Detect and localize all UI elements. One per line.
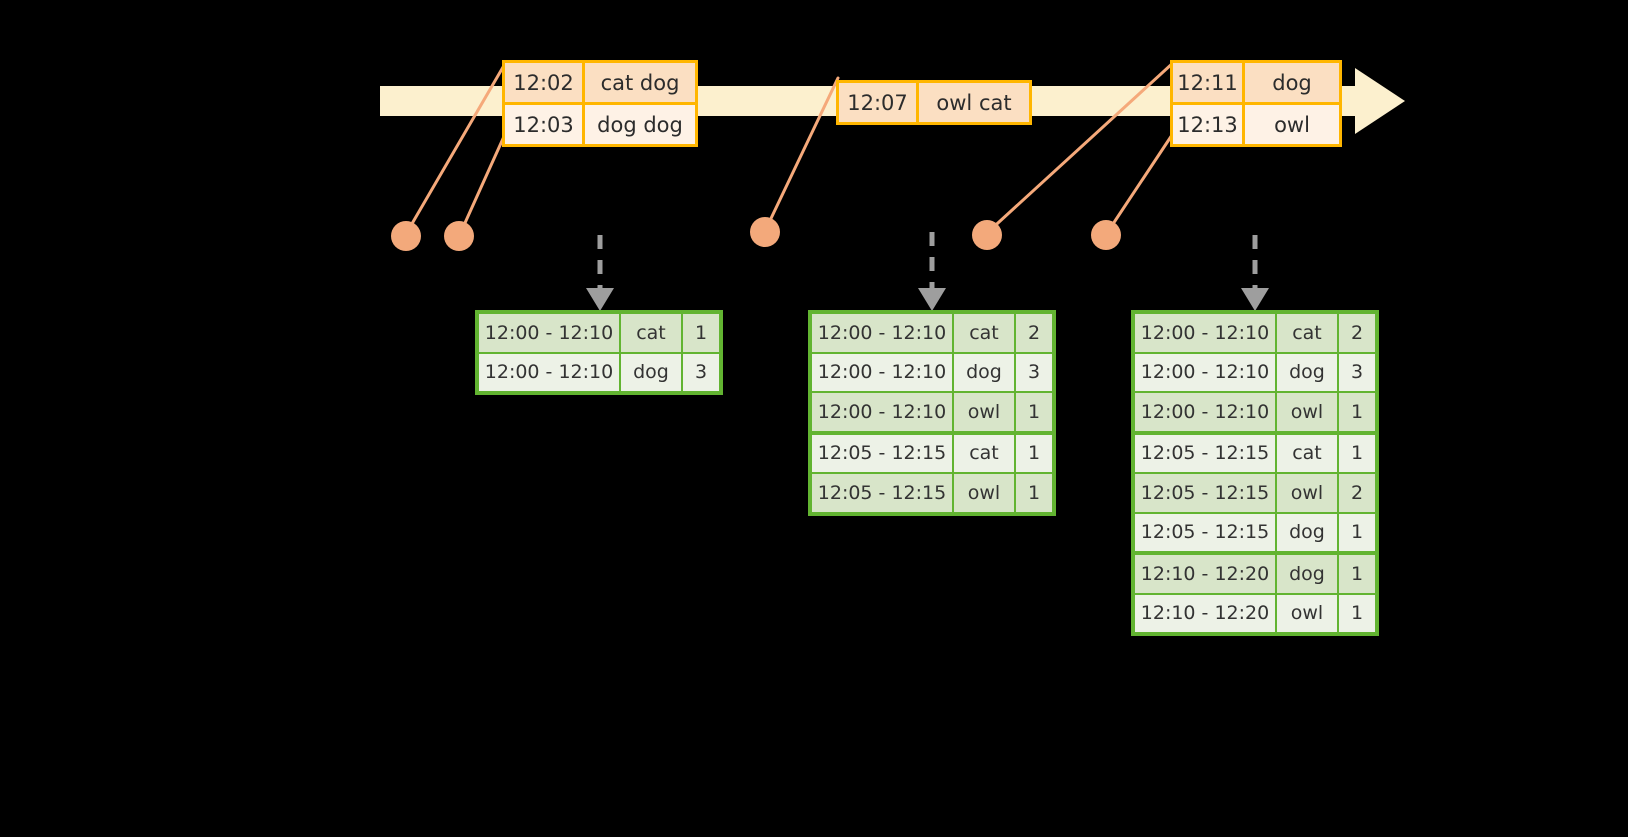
window-cell: 12:05 - 12:15 — [1135, 474, 1277, 512]
result-table-3[interactable]: 12:00 - 12:10 cat 2 12:00 - 12:10 dog 3 … — [1131, 310, 1379, 636]
table-row[interactable]: 12:00 - 12:10 dog 3 — [812, 351, 1052, 391]
event-row[interactable]: 12:13 owl — [1173, 102, 1339, 144]
window-cell: 12:00 - 12:10 — [1135, 393, 1277, 431]
connector-dot-5 — [1091, 220, 1121, 250]
table-row[interactable]: 12:05 - 12:15 dog 1 — [1135, 511, 1375, 551]
table-row[interactable]: 12:10 - 12:20 owl 1 — [1135, 592, 1375, 632]
key-cell: owl — [1277, 393, 1339, 431]
table-row[interactable]: 12:00 - 12:10 dog 3 — [1135, 351, 1375, 391]
event-row[interactable]: 12:02 cat dog — [505, 63, 695, 102]
window-cell: 12:00 - 12:10 — [479, 353, 621, 391]
count-cell: 1 — [1350, 562, 1364, 585]
connector-dot-3 — [750, 217, 780, 247]
key-cell: owl — [1277, 594, 1339, 632]
key-cell: owl — [954, 474, 1016, 512]
count-cell: 1 — [694, 321, 708, 344]
event-box-1[interactable]: 12:02 cat dog 12:03 dog dog — [502, 60, 698, 147]
key-cell: cat — [1277, 314, 1339, 352]
window-cell: 12:10 - 12:20 — [1135, 555, 1277, 593]
key-cell: dog — [1277, 555, 1339, 593]
table-row[interactable]: 12:00 - 12:10 cat 1 — [479, 314, 719, 352]
key-cell: cat — [954, 434, 1016, 472]
count-cell: 1 — [1350, 602, 1364, 625]
key-cell: dog — [1277, 353, 1339, 391]
window-cell: 12:10 - 12:20 — [1135, 594, 1277, 632]
down-arrow-1 — [586, 235, 614, 311]
event-words: dog — [1272, 70, 1312, 95]
key-cell: dog — [954, 353, 1016, 391]
window-cell: 12:00 - 12:10 — [812, 353, 954, 391]
event-time: 12:11 — [1173, 63, 1245, 102]
key-cell: owl — [1277, 474, 1339, 512]
connector-dots — [391, 217, 1121, 251]
connector-dot-1 — [391, 221, 421, 251]
count-cell: 1 — [1350, 400, 1364, 423]
table-row[interactable]: 12:00 - 12:10 dog 3 — [479, 351, 719, 391]
key-cell: owl — [954, 393, 1016, 431]
count-cell: 1 — [1027, 400, 1041, 423]
event-time: 12:13 — [1173, 105, 1245, 144]
result-table-1[interactable]: 12:00 - 12:10 cat 1 12:00 - 12:10 dog 3 — [475, 310, 723, 395]
table-row[interactable]: 12:00 - 12:10 cat 2 — [812, 314, 1052, 352]
count-cell: 2 — [1350, 321, 1364, 344]
table-row[interactable]: 12:05 - 12:15 cat 1 — [1135, 430, 1375, 472]
table-row[interactable]: 12:00 - 12:10 owl 1 — [812, 391, 1052, 431]
down-arrow-3 — [1241, 235, 1269, 311]
window-cell: 12:00 - 12:10 — [812, 314, 954, 352]
window-cell: 12:05 - 12:15 — [1135, 434, 1277, 472]
event-time: 12:02 — [505, 63, 585, 102]
window-cell: 12:00 - 12:10 — [812, 393, 954, 431]
down-arrows — [586, 232, 1269, 311]
down-arrow-2 — [918, 232, 946, 311]
count-cell: 1 — [1027, 442, 1041, 465]
event-time: 12:03 — [505, 105, 585, 144]
window-cell: 12:05 - 12:15 — [812, 474, 954, 512]
count-cell: 3 — [1027, 361, 1041, 384]
table-row[interactable]: 12:00 - 12:10 cat 2 — [1135, 314, 1375, 352]
key-cell: cat — [954, 314, 1016, 352]
window-cell: 12:00 - 12:10 — [1135, 314, 1277, 352]
connector-dot-4 — [972, 220, 1002, 250]
count-cell: 2 — [1027, 321, 1041, 344]
connector-dot-2 — [444, 221, 474, 251]
event-row[interactable]: 12:11 dog — [1173, 63, 1339, 102]
event-row[interactable]: 12:07 owl cat — [839, 83, 1029, 122]
event-time: 12:07 — [839, 83, 919, 122]
key-cell: dog — [1277, 513, 1339, 551]
key-cell: cat — [621, 314, 683, 352]
event-words: cat dog — [600, 70, 680, 95]
count-cell: 1 — [1350, 521, 1364, 544]
table-row[interactable]: 12:05 - 12:15 owl 1 — [812, 472, 1052, 512]
key-cell: dog — [621, 353, 683, 391]
event-words: dog dog — [597, 112, 683, 137]
window-cell: 12:05 - 12:15 — [1135, 513, 1277, 551]
table-row[interactable]: 12:05 - 12:15 cat 1 — [812, 430, 1052, 472]
table-row[interactable]: 12:05 - 12:15 owl 2 — [1135, 472, 1375, 512]
event-row[interactable]: 12:03 dog dog — [505, 102, 695, 144]
event-words: owl cat — [936, 90, 1012, 115]
table-row[interactable]: 12:00 - 12:10 owl 1 — [1135, 391, 1375, 431]
table-row[interactable]: 12:10 - 12:20 dog 1 — [1135, 551, 1375, 593]
key-cell: cat — [1277, 434, 1339, 472]
result-table-2[interactable]: 12:00 - 12:10 cat 2 12:00 - 12:10 dog 3 … — [808, 310, 1056, 516]
event-box-2[interactable]: 12:07 owl cat — [836, 80, 1032, 125]
window-cell: 12:05 - 12:15 — [812, 434, 954, 472]
count-cell: 2 — [1350, 481, 1364, 504]
event-words: owl — [1274, 112, 1310, 137]
count-cell: 1 — [1350, 442, 1364, 465]
window-cell: 12:00 - 12:10 — [1135, 353, 1277, 391]
count-cell: 3 — [694, 361, 708, 384]
window-cell: 12:00 - 12:10 — [479, 314, 621, 352]
count-cell: 3 — [1350, 361, 1364, 384]
event-box-3[interactable]: 12:11 dog 12:13 owl — [1170, 60, 1342, 147]
count-cell: 1 — [1027, 481, 1041, 504]
